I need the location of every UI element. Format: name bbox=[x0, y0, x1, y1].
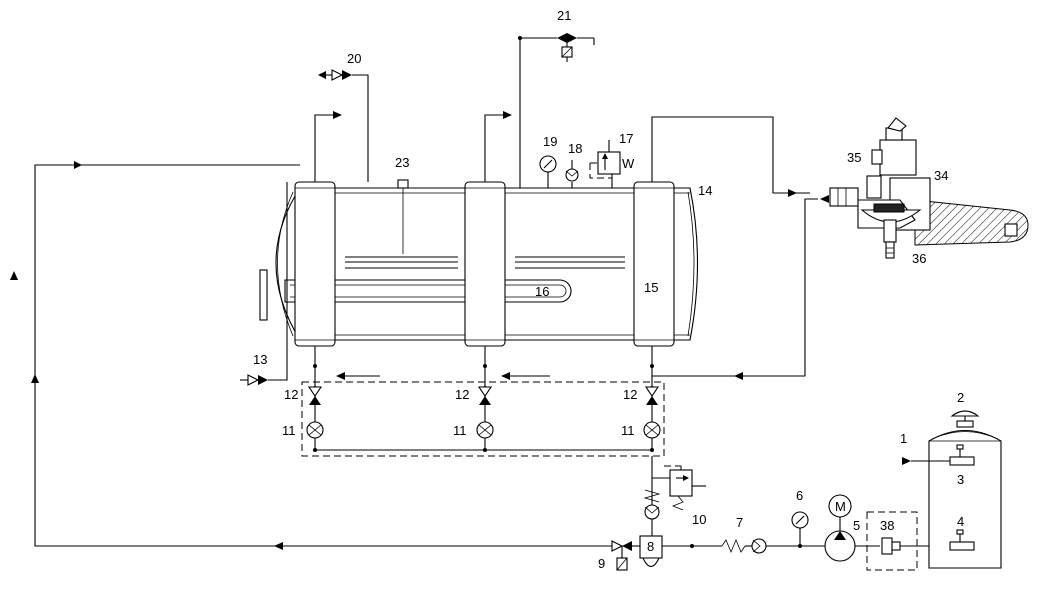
label-23: 23 bbox=[395, 155, 409, 170]
pump-8 bbox=[611, 535, 722, 571]
spring-symbol: W bbox=[622, 156, 635, 171]
valve-20 bbox=[318, 69, 369, 182]
label-4: 4 bbox=[957, 514, 964, 529]
label-7: 7 bbox=[736, 515, 743, 530]
check-and-relief bbox=[643, 456, 706, 536]
label-38: 38 bbox=[880, 518, 894, 533]
relief-valve-17 bbox=[589, 140, 621, 188]
gauge-19 bbox=[539, 155, 557, 188]
valve-21 bbox=[518, 33, 595, 188]
label-18: 18 bbox=[568, 141, 582, 156]
flow-arrow-left bbox=[274, 542, 283, 550]
label-6: 6 bbox=[796, 488, 803, 503]
label-15: 15 bbox=[644, 280, 658, 295]
check-valve-18 bbox=[565, 160, 579, 188]
label-35: 35 bbox=[847, 150, 861, 165]
label-14: 14 bbox=[698, 183, 712, 198]
label-20: 20 bbox=[347, 51, 361, 66]
label-12c: 12 bbox=[623, 387, 637, 402]
manifold-box bbox=[301, 381, 665, 457]
label-16: 16 bbox=[535, 284, 549, 299]
label-12b: 12 bbox=[455, 387, 469, 402]
label-10: 10 bbox=[692, 512, 706, 527]
heater-16 bbox=[284, 279, 572, 303]
filter-box-38 bbox=[866, 511, 918, 571]
flow-arrow-up bbox=[31, 374, 39, 383]
return-line bbox=[10, 161, 612, 550]
label-11b: 11 bbox=[453, 423, 467, 438]
label-13: 13 bbox=[253, 352, 267, 367]
label-21: 21 bbox=[557, 8, 571, 23]
band-outlets bbox=[314, 111, 512, 182]
motor-pump-5 bbox=[824, 494, 880, 562]
label-11c: 11 bbox=[621, 423, 635, 438]
label-11a: 11 bbox=[282, 423, 296, 438]
bottom-outlets bbox=[313, 346, 654, 386]
label-17: 17 bbox=[619, 131, 633, 146]
manifold-valves bbox=[306, 386, 661, 452]
label-2: 2 bbox=[957, 390, 964, 405]
supply-container bbox=[902, 410, 1002, 569]
label-8: 8 bbox=[647, 539, 654, 554]
tank-bands bbox=[294, 181, 675, 347]
spray-gun bbox=[829, 117, 1029, 259]
drain-valve-13 bbox=[240, 182, 288, 386]
flow-arrow-up-outer bbox=[10, 271, 18, 280]
label-12a: 12 bbox=[284, 387, 298, 402]
labels: 1 2 3 4 5 6 7 8 9 10 11 11 11 12 12 12 1… bbox=[253, 8, 964, 571]
label-3: 3 bbox=[957, 472, 964, 487]
label-9: 9 bbox=[598, 556, 605, 571]
label-36: 36 bbox=[912, 251, 926, 266]
motor-symbol: M bbox=[835, 499, 846, 514]
gauge-6 bbox=[791, 511, 809, 548]
supply-line bbox=[651, 116, 829, 380]
filter-7 bbox=[721, 538, 826, 554]
label-5: 5 bbox=[853, 518, 860, 533]
label-1: 1 bbox=[900, 431, 907, 446]
label-19: 19 bbox=[543, 134, 557, 149]
label-34: 34 bbox=[934, 168, 948, 183]
port-23 bbox=[397, 179, 409, 189]
flow-arrow-right bbox=[74, 161, 82, 169]
